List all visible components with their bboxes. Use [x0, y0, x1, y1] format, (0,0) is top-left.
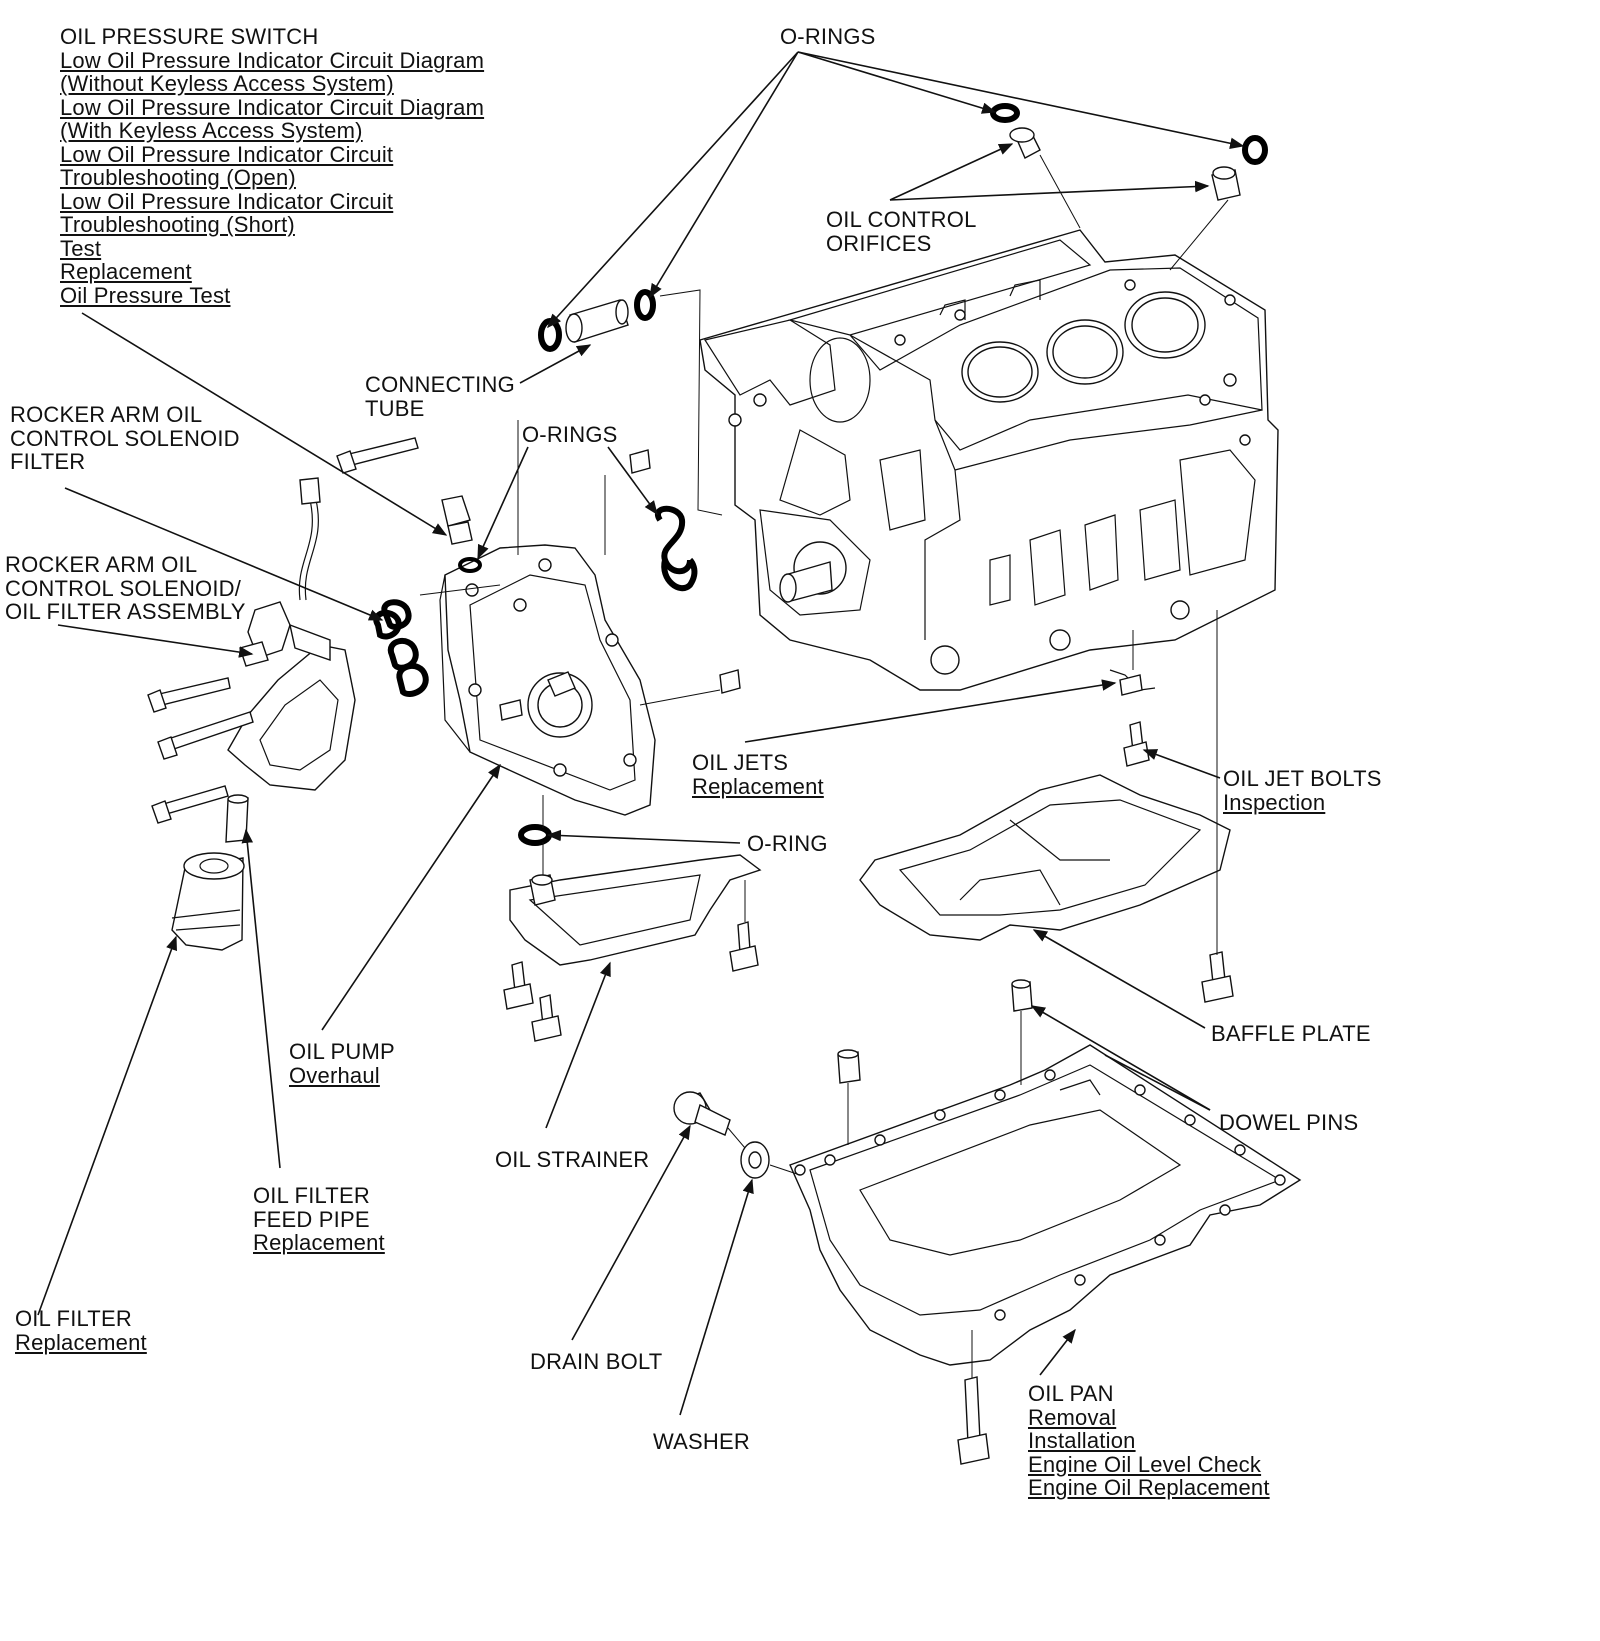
- link-oil-pressure-test[interactable]: Oil Pressure Test: [60, 282, 231, 308]
- engine-block: [699, 229, 1279, 691]
- callout-oil-pan: OIL PAN Removal Installation Engine Oil …: [1028, 1382, 1270, 1500]
- link-test[interactable]: Test: [60, 235, 102, 261]
- connecting-tube-part: [538, 289, 656, 352]
- oil-strainer-part: [509, 854, 762, 966]
- link-engine-oil-level-check[interactable]: Engine Oil Level Check: [1028, 1451, 1262, 1477]
- oil-jet-part: [1109, 669, 1156, 767]
- oil-control-orifices-line2: ORIFICES: [826, 230, 932, 256]
- oil-jets-title: OIL JETS: [692, 750, 789, 775]
- o-rings-mid-title: O-RINGS: [522, 422, 618, 447]
- callout-dowel-pins: DOWEL PINS: [1219, 1111, 1358, 1135]
- callout-drain-bolt: DRAIN BOLT: [530, 1350, 662, 1374]
- oil-pump-title: OIL PUMP: [289, 1039, 395, 1064]
- o-ring-title: O-RING: [747, 831, 828, 856]
- feed-pipe-line2: FEED PIPE: [253, 1206, 370, 1232]
- oil-filter-title: OIL FILTER: [15, 1306, 132, 1331]
- callout-washer: WASHER: [653, 1430, 750, 1454]
- link-oil-pan-removal[interactable]: Removal: [1028, 1404, 1117, 1430]
- callout-oil-control-orifices: OIL CONTROL ORIFICES: [826, 208, 977, 255]
- callout-o-rings-mid: O-RINGS: [522, 423, 618, 447]
- link-troubleshooting-short-2[interactable]: Troubleshooting (Short): [60, 212, 295, 237]
- link-engine-oil-replacement[interactable]: Engine Oil Replacement: [1028, 1475, 1270, 1500]
- rocker-arm-solenoid-assembly: [227, 477, 356, 791]
- pump-top-bolt: [336, 437, 419, 474]
- rocker-arm-assembly-line2: CONTROL SOLENOID/: [5, 575, 242, 601]
- oil-filter-feed-pipe: [225, 794, 249, 843]
- oil-pan-bolt-part: [957, 1376, 990, 1465]
- callout-o-rings-top: O-RINGS: [780, 25, 876, 49]
- dowel-pins-title: DOWEL PINS: [1219, 1110, 1359, 1135]
- rocker-arm-filter-line1: ROCKER ARM OIL: [10, 402, 203, 427]
- dowel-pins-part: [837, 979, 1033, 1084]
- callout-oil-filter-feed-pipe: OIL FILTER FEED PIPE Replacement: [253, 1184, 385, 1255]
- o-rings-top-title: O-RINGS: [780, 24, 876, 49]
- link-replacement[interactable]: Replacement: [60, 259, 192, 284]
- link-oil-jets-replacement[interactable]: Replacement: [692, 773, 824, 799]
- callout-o-ring: O-RING: [747, 832, 828, 856]
- oil-pressure-switch-part: [441, 495, 482, 573]
- callout-oil-strainer: OIL STRAINER: [495, 1148, 649, 1172]
- link-circuit-diagram-with-keyless-2[interactable]: (With Keyless Access System): [60, 118, 363, 143]
- connecting-tube-line2: TUBE: [365, 395, 425, 421]
- link-oil-filter-replacement[interactable]: Replacement: [15, 1329, 147, 1355]
- solenoid-filter-gaskets: [373, 599, 429, 697]
- callout-oil-jet-bolts: OIL JET BOLTS Inspection: [1223, 767, 1382, 814]
- oil-pump: [439, 544, 656, 816]
- rocker-arm-assembly-line1: ROCKER ARM OIL: [5, 552, 198, 577]
- solenoid-assembly-bolts: [147, 677, 254, 824]
- rocker-arm-filter-line3: FILTER: [10, 449, 86, 474]
- drain-bolt-title: DRAIN BOLT: [530, 1349, 663, 1374]
- oil-strainer-bolts: [503, 921, 759, 1042]
- oil-strainer-title: OIL STRAINER: [495, 1147, 650, 1172]
- callout-connecting-tube: CONNECTING TUBE: [365, 373, 515, 420]
- link-troubleshooting-open[interactable]: Low Oil Pressure Indicator Circuit: [60, 141, 394, 167]
- oil-control-orifices-part: [990, 103, 1268, 201]
- link-oil-pump-overhaul[interactable]: Overhaul: [289, 1062, 380, 1088]
- link-circuit-diagram-with-keyless[interactable]: Low Oil Pressure Indicator Circuit Diagr…: [60, 94, 485, 120]
- oil-pan-part: [789, 1044, 1302, 1366]
- link-oil-pan-installation[interactable]: Installation: [1028, 1428, 1136, 1453]
- o-ring-part: [518, 824, 552, 846]
- oil-pan-title: OIL PAN: [1028, 1381, 1114, 1406]
- rocker-arm-assembly-line3: OIL FILTER ASSEMBLY: [5, 599, 246, 624]
- feed-pipe-line1: OIL FILTER: [253, 1183, 370, 1208]
- callout-oil-pump: OIL PUMP Overhaul: [289, 1040, 395, 1087]
- oil-filter-part: [171, 852, 245, 951]
- baffle-plate-title: BAFFLE PLATE: [1211, 1021, 1371, 1046]
- link-troubleshooting-open-2[interactable]: Troubleshooting (Open): [60, 165, 296, 190]
- oil-jet-bolts-title: OIL JET BOLTS: [1223, 766, 1382, 791]
- callout-baffle-plate: BAFFLE PLATE: [1211, 1022, 1371, 1046]
- link-troubleshooting-short[interactable]: Low Oil Pressure Indicator Circuit: [60, 188, 394, 214]
- link-oil-jet-bolts-inspection[interactable]: Inspection: [1223, 789, 1326, 815]
- link-feed-pipe-replacement[interactable]: Replacement: [253, 1230, 385, 1255]
- oil-control-orifices-line1: OIL CONTROL: [826, 207, 977, 232]
- rocker-arm-filter-line2: CONTROL SOLENOID: [10, 425, 240, 451]
- leader-lines: [37, 51, 1245, 1416]
- drain-bolt-part: [673, 1091, 770, 1179]
- link-circuit-diagram-without-keyless-2[interactable]: (Without Keyless Access System): [60, 71, 394, 96]
- callout-rocker-arm-assembly: ROCKER ARM OIL CONTROL SOLENOID/ OIL FIL…: [5, 553, 246, 624]
- connecting-tube-line1: CONNECTING: [365, 372, 515, 397]
- washer-title: WASHER: [653, 1429, 750, 1454]
- baffle-bolt-part: [1201, 951, 1234, 1003]
- callout-oil-jets: OIL JETS Replacement: [692, 751, 824, 798]
- link-circuit-diagram-without-keyless[interactable]: Low Oil Pressure Indicator Circuit Diagr…: [60, 47, 485, 73]
- callout-rocker-arm-filter: ROCKER ARM OIL CONTROL SOLENOID FILTER: [10, 403, 240, 474]
- callout-oil-filter: OIL FILTER Replacement: [15, 1307, 147, 1354]
- pump-gasket-rings: [629, 449, 741, 694]
- baffle-plate-part: [859, 774, 1231, 941]
- oil-pressure-switch-title: OIL PRESSURE SWITCH: [60, 24, 319, 49]
- callout-oil-pressure-switch: OIL PRESSURE SWITCH Low Oil Pressure Ind…: [60, 25, 484, 307]
